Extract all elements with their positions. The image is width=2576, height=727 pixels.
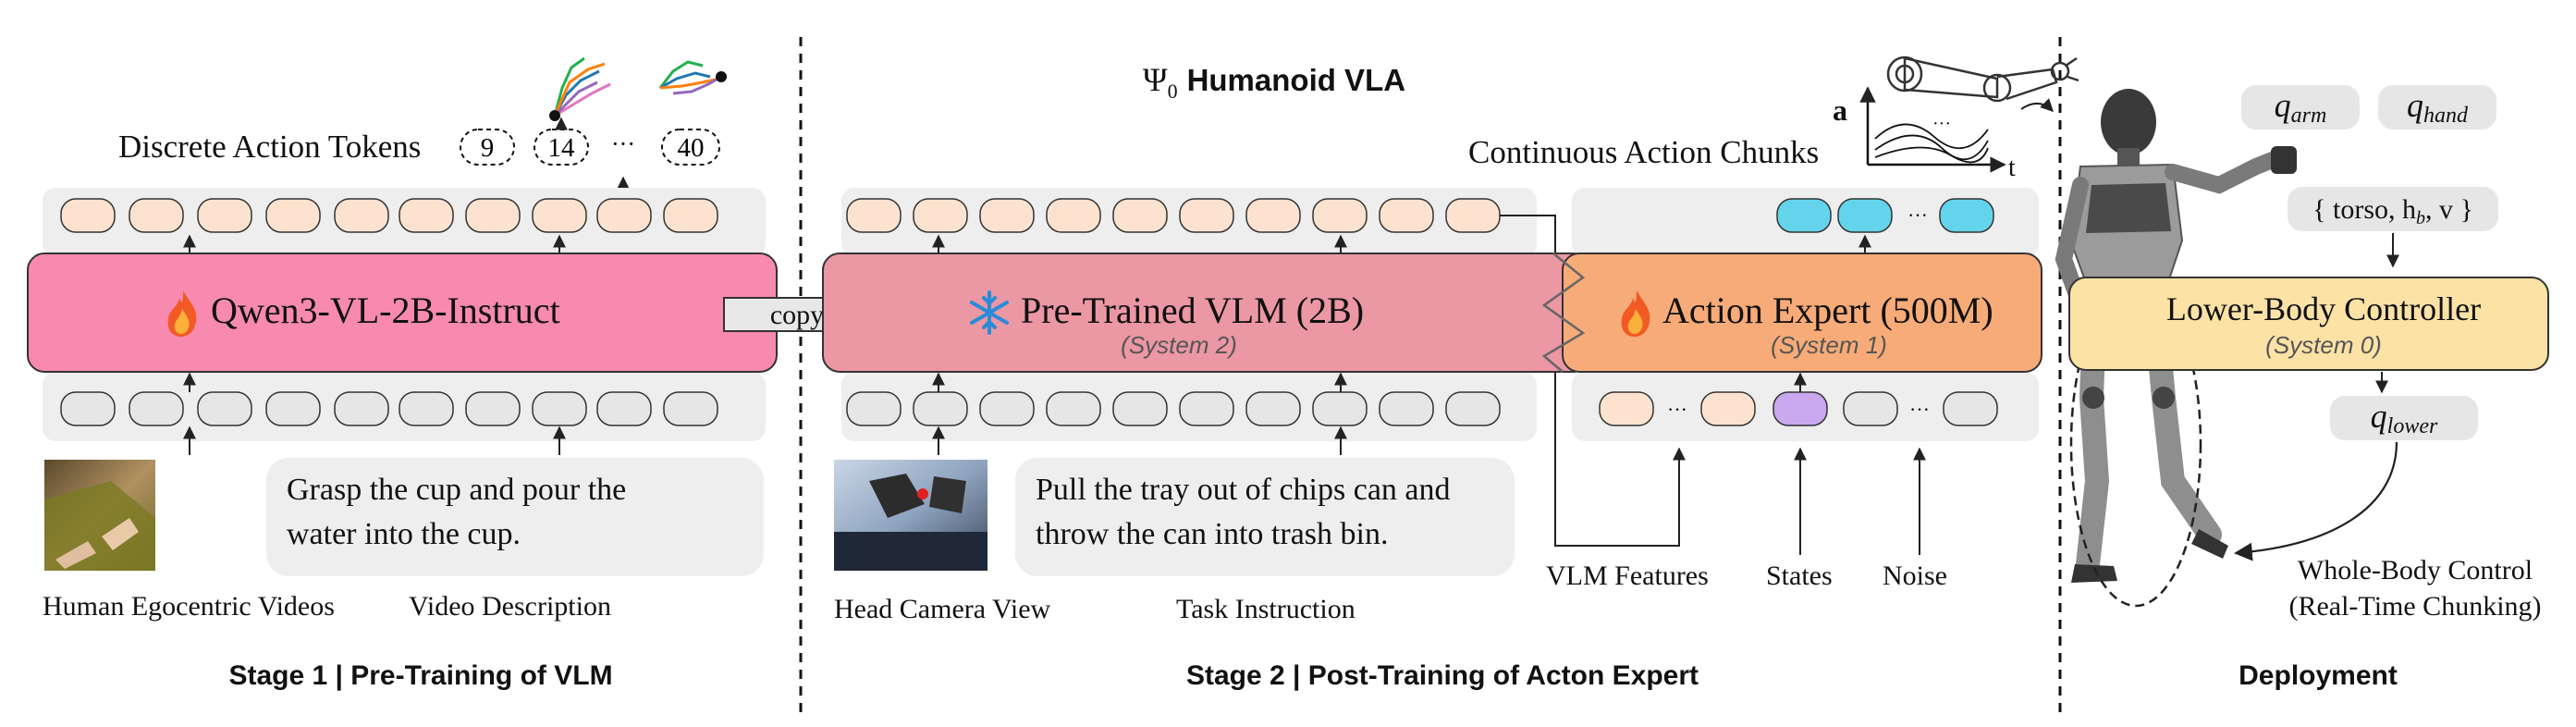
stage1-input-tokens (60, 391, 718, 426)
whole-body-control-label-line1: Whole-Body Control (2298, 555, 2533, 585)
action-chunk-plot-icon: a t ··· (1833, 86, 2016, 182)
pretrained-vlm-system: (System 2) (1121, 331, 1237, 359)
head-camera-view-thumbnail (834, 460, 987, 571)
svg-text:t: t (2008, 154, 2016, 182)
action-expert-system: (System 1) (1771, 331, 1887, 359)
svg-text:···: ··· (1909, 398, 1930, 421)
hand-trajectory-icon-1 (549, 56, 611, 121)
caption-vlm-features: VLM Features (1546, 561, 1709, 591)
q-arm-chip: qarm (2241, 85, 2360, 129)
svg-text:copy: copy (770, 300, 824, 330)
stage2-expert-input-tokens: ··· ··· (1599, 391, 1998, 426)
qwen-model-name: Qwen3-VL-2B-Instruct (211, 290, 560, 331)
svg-text:14: 14 (548, 133, 576, 163)
vlm-expert-zigzag (1541, 253, 1586, 373)
caption-states: States (1766, 561, 1833, 591)
lower-body-controller-name: Lower-Body Controller (2166, 290, 2481, 327)
stage2-instruction-line1: Pull the tray out of chips can and (1036, 473, 1451, 507)
human-egocentric-video-thumbnail (44, 460, 155, 571)
stage2-vlm-output-tokens (846, 198, 1501, 233)
hand-trajectory-icon-2 (658, 60, 727, 95)
flame-icon (167, 290, 197, 337)
continuous-action-chunks-label: Continuous Action Chunks (1468, 134, 1819, 170)
caption-video-description: Video Description (409, 591, 611, 622)
lower-body-controller-box (2068, 277, 2549, 371)
lower-body-highlight (2069, 280, 2202, 608)
action-expert-name: Action Expert (500M) (1662, 290, 1993, 331)
svg-text:···: ··· (1907, 203, 1928, 227)
caption-head-camera-view: Head Camera View (834, 594, 1051, 624)
stage2-vlm-input-tokens (846, 391, 1501, 426)
deployment-title: Deployment (2239, 660, 2398, 691)
stage1-title: Stage 1 | Pre-Training of VLM (228, 660, 612, 691)
svg-text:···: ··· (1667, 398, 1687, 421)
caption-noise: Noise (1883, 561, 1947, 591)
svg-text:···: ··· (1932, 114, 1951, 134)
svg-text:qarm: qarm (2275, 87, 2327, 128)
q-lower-chip: qlower (2330, 396, 2478, 440)
torso-command-chip: { torso, hb, v } (2288, 187, 2498, 231)
stage1-instruction-bubble (266, 458, 764, 576)
vlm-features-connector (1500, 215, 1686, 547)
action-expert-box (1562, 253, 2042, 373)
q-hand-chip: qhand (2378, 85, 2496, 129)
svg-text:a: a (1833, 93, 1847, 127)
discrete-token-ellipsis: ··· (611, 130, 635, 157)
svg-text:9: 9 (481, 133, 495, 163)
svg-text:{ torso, hb, v }: { torso, hb, v } (2312, 194, 2473, 228)
discrete-tokens-label: Discrete Action Tokens (118, 129, 421, 165)
snowflake-icon (970, 290, 1009, 335)
discrete-token-40: 40 (661, 129, 720, 166)
whole-body-control-label-line2: (Real-Time Chunking) (2288, 591, 2541, 622)
stage2-title: Stage 2 | Post-Training of Acton Expert (1186, 660, 1699, 691)
whole-body-control-arrow (2234, 441, 2398, 561)
stage2-instruction-bubble (1015, 458, 1515, 576)
robot-arm-icon (1886, 55, 2079, 103)
stage1-output-tokens (60, 198, 718, 233)
svg-text:40: 40 (678, 133, 705, 163)
discrete-token-9: 9 (460, 129, 515, 166)
stage1-instruction-line2: water into the cup. (287, 517, 521, 551)
stage1-instruction-line1: Grasp the cup and pour the (287, 473, 626, 507)
discrete-token-14: 14 (534, 129, 589, 166)
stage2-expert-output-tokens: ··· (1776, 198, 1994, 233)
svg-text:qhand: qhand (2407, 87, 2469, 128)
pretrained-vlm-name: Pre-Trained VLM (2B) (1021, 290, 1364, 331)
lower-body-controller-system: (System 0) (2265, 331, 2382, 359)
svg-text:qlower: qlower (2371, 398, 2438, 438)
stage2-instruction-line2: throw the can into trash bin. (1036, 517, 1388, 551)
flame-icon (1621, 290, 1650, 337)
caption-human-egocentric-videos: Human Egocentric Videos (43, 591, 335, 622)
caption-task-instruction: Task Instruction (1176, 594, 1355, 624)
